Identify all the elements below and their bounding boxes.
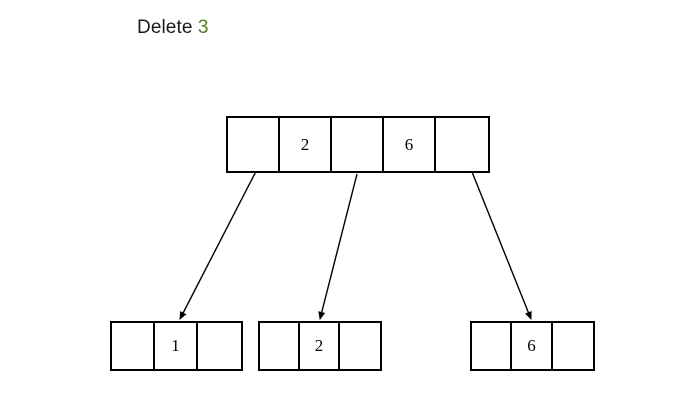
root-cell-pointer-2[interactable] <box>332 118 384 171</box>
leaf-0-cell-pointer-0[interactable] <box>112 323 156 369</box>
leaf-1-cell-pointer-2[interactable] <box>340 323 380 369</box>
leaf-2-cell-key-1[interactable]: 6 <box>512 323 553 369</box>
edge-root-to-leaf-0 <box>179 147 269 320</box>
caption-key-value: 3 <box>197 17 209 38</box>
root-cell-pointer-0[interactable] <box>228 118 280 171</box>
btree-root-node[interactable]: 2 6 <box>226 116 490 173</box>
btree-leaf-node-2[interactable]: 6 <box>470 321 595 371</box>
caption-prefix: Delete <box>137 17 198 38</box>
edge-root-to-leaf-1 <box>318 173 358 320</box>
leaf-0-cell-key-1[interactable]: 1 <box>155 323 199 369</box>
leaf-2-cell-pointer-2[interactable] <box>553 323 593 369</box>
root-cell-key-3[interactable]: 6 <box>384 118 436 171</box>
leaf-1-cell-pointer-0[interactable] <box>260 323 301 369</box>
edge-root-to-leaf-2 <box>463 151 532 320</box>
leaf-0-cell-pointer-2[interactable] <box>198 323 241 369</box>
root-cell-pointer-4[interactable] <box>436 118 488 171</box>
operation-caption: Delete 3 <box>137 16 209 40</box>
root-cell-key-1[interactable]: 2 <box>280 118 332 171</box>
leaf-1-cell-key-1[interactable]: 2 <box>300 323 341 369</box>
btree-leaf-node-0[interactable]: 1 <box>110 321 243 371</box>
leaf-2-cell-pointer-0[interactable] <box>472 323 513 369</box>
btree-leaf-node-1[interactable]: 2 <box>258 321 382 371</box>
